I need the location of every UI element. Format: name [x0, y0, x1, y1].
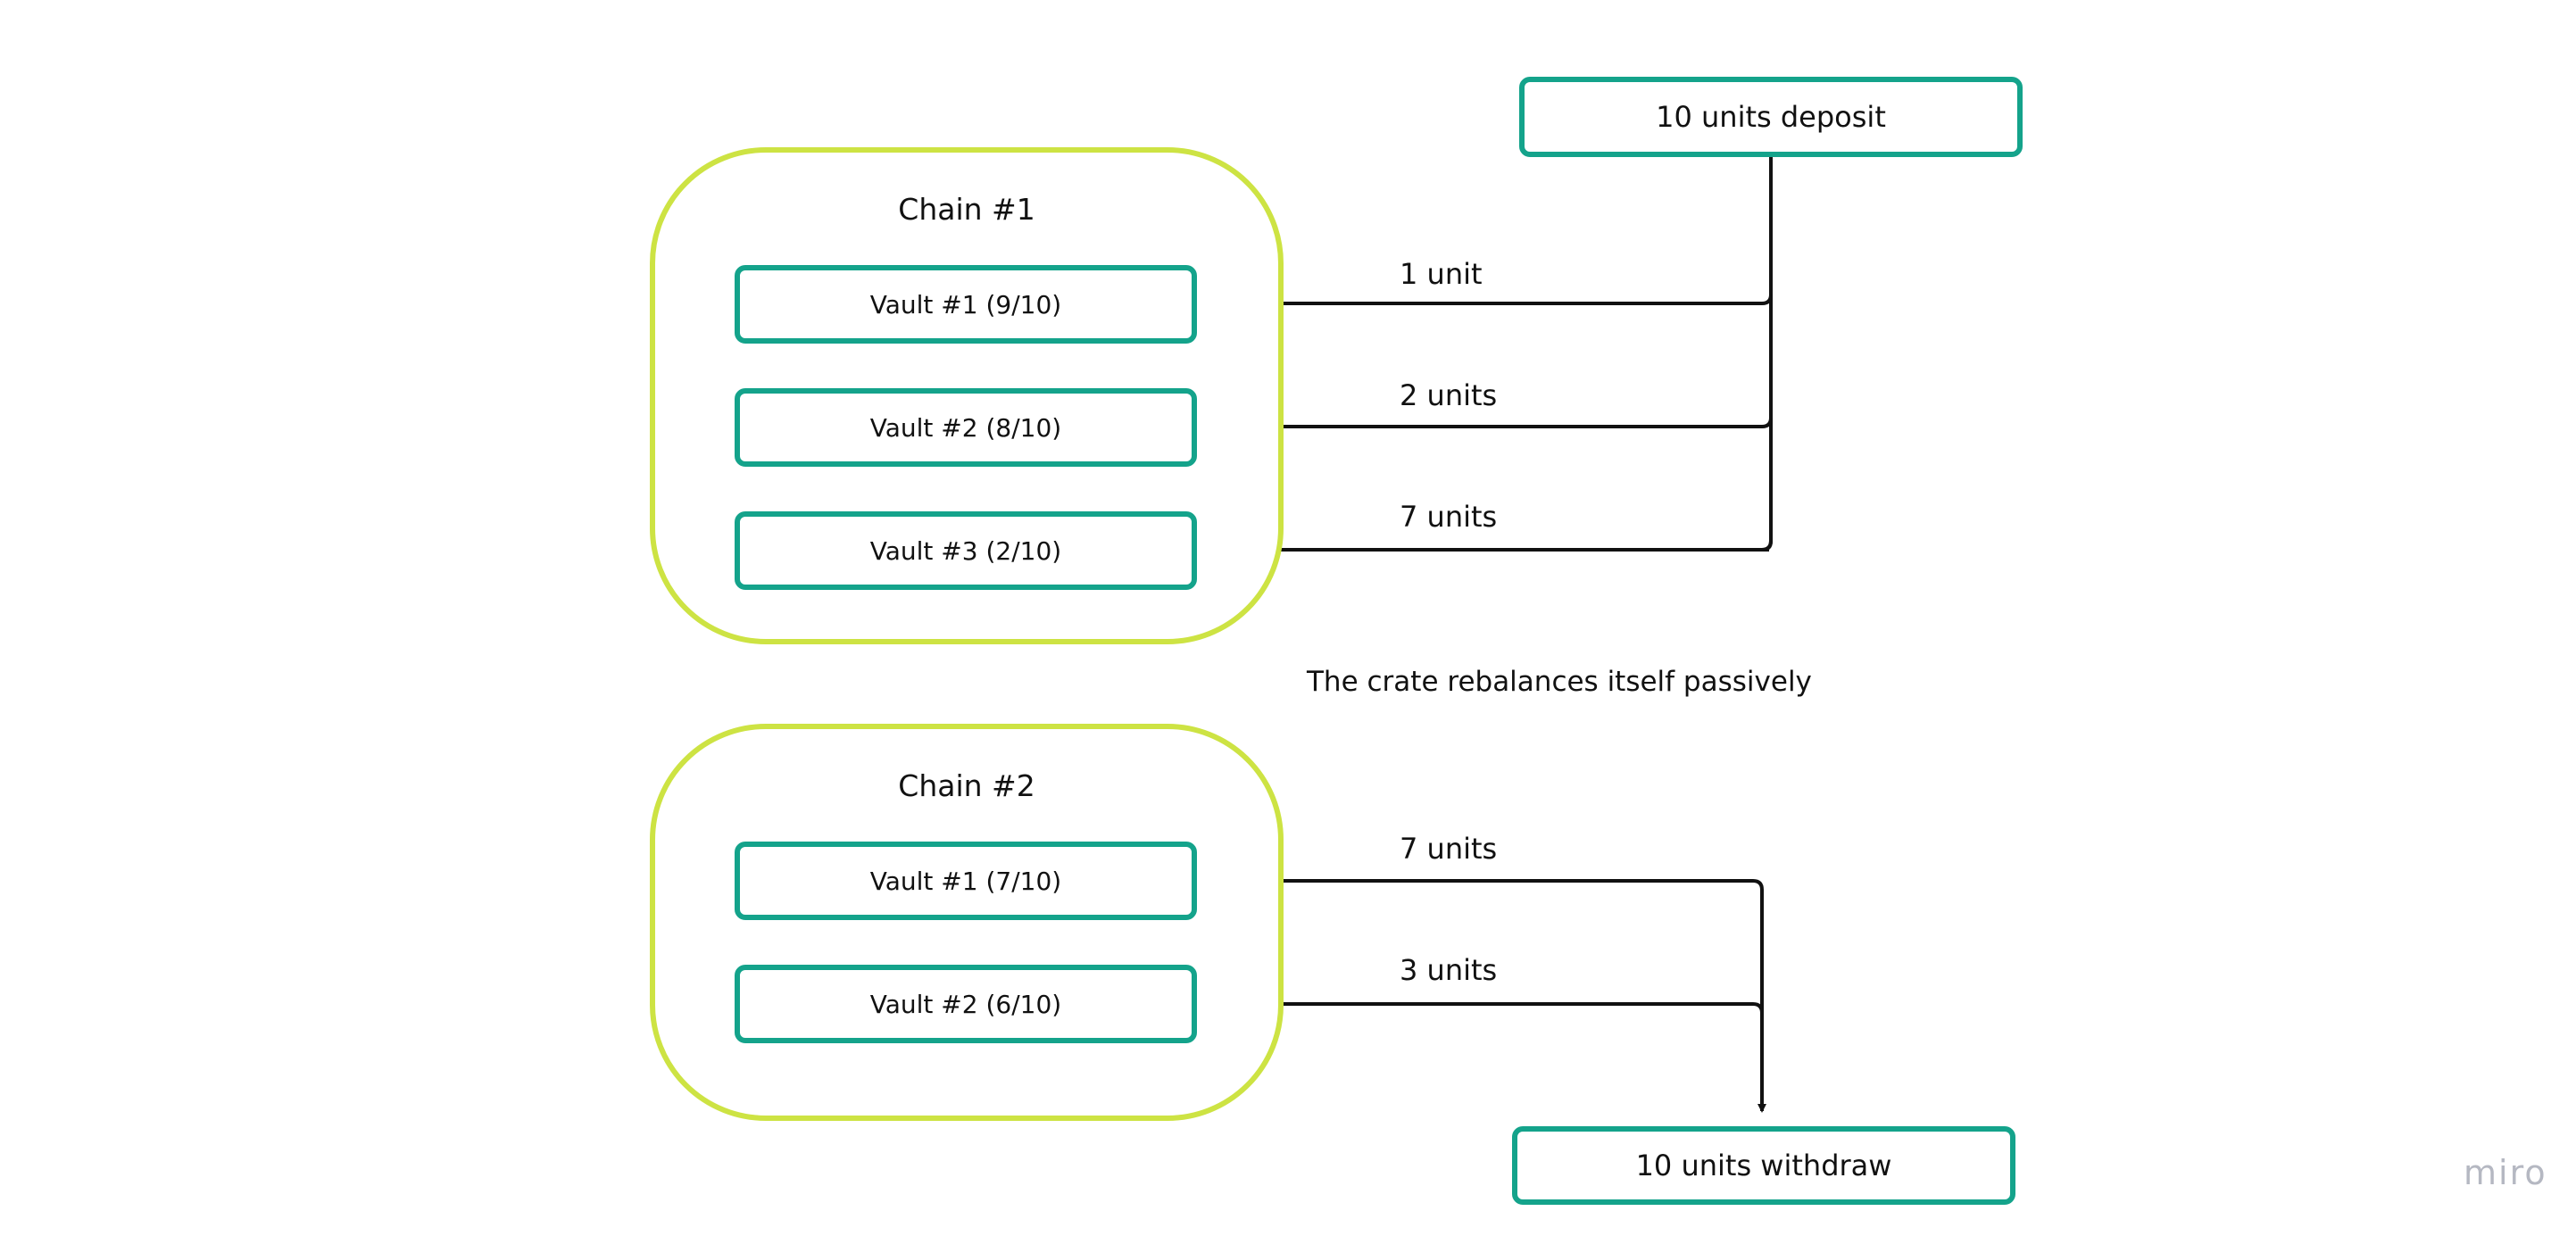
vault-label: Vault #1 (7/10): [869, 866, 1062, 896]
vault-label: Vault #3 (2/10): [869, 535, 1062, 566]
flow-arrow-vault1: [1203, 294, 1773, 308]
deposit-trunk-line: [1761, 157, 1773, 552]
miro-logo: miro: [2464, 1153, 2547, 1192]
vault-label: Vault #2 (6/10): [869, 989, 1062, 1019]
deposit-node[interactable]: 10 units deposit: [1519, 77, 2023, 157]
chain-2-vault-2[interactable]: Vault #2 (6/10): [735, 965, 1197, 1043]
rebalance-note: The crate rebalances itself passively: [1307, 666, 1812, 698]
chain-1-vault-3[interactable]: Vault #3 (2/10): [735, 511, 1197, 590]
chain-2-vault-1[interactable]: Vault #1 (7/10): [735, 842, 1197, 920]
chain-2-container[interactable]: Chain #2: [650, 724, 1284, 1121]
chain-1-vault-2[interactable]: Vault #2 (8/10): [735, 388, 1197, 467]
flow-arrow-vault3: [1203, 540, 1773, 554]
withdraw-flow-label-1: 7 units: [1400, 832, 1498, 866]
withdraw-label: 10 units withdraw: [1635, 1149, 1892, 1182]
flow-arrow-vault2: [1203, 417, 1773, 431]
deposit-flow-label-1: 1 unit: [1400, 257, 1483, 291]
chain-1-title: Chain #1: [898, 192, 1035, 227]
deposit-label: 10 units deposit: [1656, 100, 1886, 134]
withdraw-node[interactable]: 10 units withdraw: [1512, 1126, 2015, 1205]
deposit-flow-label-2: 2 units: [1400, 378, 1498, 412]
vault-label: Vault #2 (8/10): [869, 412, 1062, 443]
deposit-flow-label-3: 7 units: [1400, 500, 1498, 534]
chain-1-vault-1[interactable]: Vault #1 (9/10): [735, 265, 1197, 344]
chain-2-title: Chain #2: [898, 768, 1035, 803]
withdraw-flow-label-2: 3 units: [1400, 953, 1498, 987]
vault-label: Vault #1 (9/10): [869, 289, 1062, 319]
